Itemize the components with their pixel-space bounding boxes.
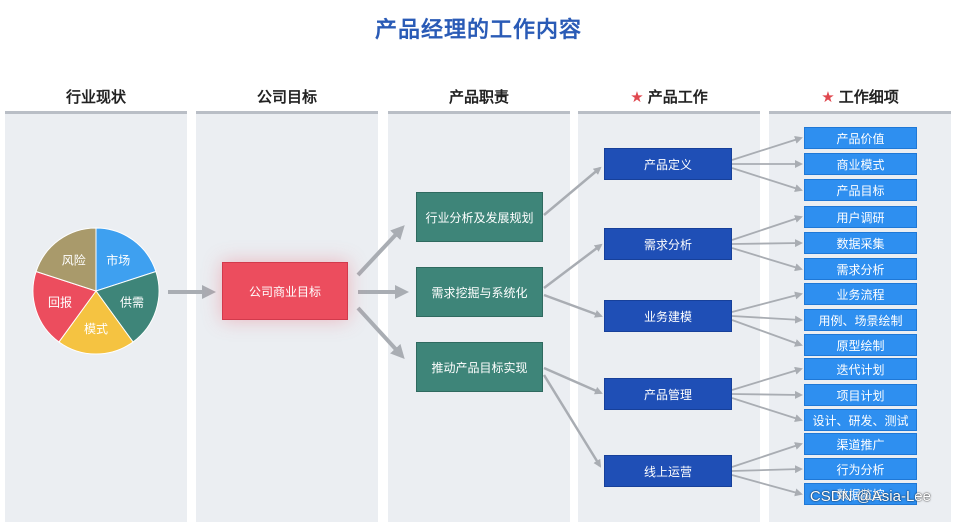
- column-header-company-goal: 公司目标: [256, 88, 317, 106]
- arrow-work-to-detail: [731, 315, 803, 324]
- detail-box: 需求分析: [804, 258, 917, 280]
- arrow-work-to-detail: [731, 442, 803, 468]
- arrow-work-to-detail: [731, 136, 803, 161]
- arrow-work-to-detail: [731, 366, 803, 391]
- responsibility-box: 需求挖掘与系统化: [416, 267, 543, 317]
- arrow-work-to-detail: [731, 465, 803, 474]
- arrow-resp1-to-work1: [543, 166, 602, 216]
- detail-box: 业务流程: [804, 283, 917, 305]
- arrow-work-to-detail: [731, 239, 803, 248]
- detail-box: 数据监控: [804, 483, 917, 505]
- arrow-goal-to-resp-3: [356, 306, 405, 359]
- work-box: 产品定义: [604, 148, 732, 180]
- responsibility-box: 行业分析及发展规划: [416, 192, 543, 242]
- detail-box: 项目计划: [804, 384, 917, 406]
- detail-arrows: [731, 136, 803, 497]
- detail-box: 商业模式: [804, 153, 917, 175]
- work-box: 需求分析: [604, 228, 732, 260]
- work-box: 线上运营: [604, 455, 732, 487]
- responsibility-box: 推动产品目标实现: [416, 342, 543, 392]
- column-header-responsibility: 产品职责: [448, 88, 509, 106]
- pie-slice-label: 供需: [120, 296, 144, 310]
- arrow-resp2-to-work2: [543, 243, 603, 289]
- detail-box: 用户调研: [804, 206, 917, 228]
- arrow-resp3-to-work4: [543, 366, 603, 395]
- pie-slice: [32, 270, 97, 343]
- detail-box: 原型绘制: [804, 334, 917, 356]
- detail-box: 行为分析: [804, 458, 917, 480]
- pie-slice: [58, 290, 134, 355]
- work-box: 产品管理: [604, 378, 732, 410]
- pie-slice: [95, 270, 160, 343]
- detail-box: 渠道推广: [804, 433, 917, 455]
- arrow-goal-to-resp-1: [356, 225, 405, 277]
- pie-slice-label: 市场: [106, 252, 130, 267]
- pie-slice-label: 风险: [62, 252, 86, 267]
- arrow-resp3-to-work5: [542, 374, 602, 468]
- detail-box: 数据采集: [804, 232, 917, 254]
- arrow-work-to-detail: [731, 319, 803, 347]
- detail-box: 产品价值: [804, 127, 917, 149]
- industry-pie-chart: [32, 227, 160, 355]
- column-header-industry: 行业现状: [65, 88, 126, 106]
- arrow-work-to-detail: [731, 390, 803, 399]
- detail-box: 迭代计划: [804, 358, 917, 380]
- page-title: 产品经理的工作内容: [374, 18, 582, 43]
- column-header-details: ★工作细项: [821, 88, 899, 106]
- arrow-work-to-detail: [731, 291, 803, 313]
- pie-slice: [35, 227, 97, 292]
- watermark: CSDN @Asia-Lee: [809, 488, 931, 505]
- arrow-work-to-detail: [731, 167, 803, 192]
- detail-box: 设计、研发、测试: [804, 409, 917, 431]
- arrow-work-to-detail: [731, 247, 803, 272]
- arrow-work-to-detail: [731, 215, 803, 241]
- work-box: 业务建模: [604, 300, 732, 332]
- arrow-resp2-to-work3: [543, 293, 603, 318]
- column-header-work: ★产品工作: [630, 88, 708, 106]
- star-icon: ★: [630, 88, 644, 106]
- detail-box: 产品目标: [804, 179, 917, 201]
- arrow-work-to-detail: [731, 397, 803, 422]
- pie-slice-label: 模式: [84, 322, 108, 336]
- arrow-work-to-detail: [731, 474, 803, 497]
- pie-slice: [95, 227, 157, 292]
- detail-box: 用例、场景绘制: [804, 309, 917, 331]
- pie-slice-label: 回报: [48, 295, 72, 310]
- company-goal-box: 公司商业目标: [222, 262, 348, 320]
- star-icon: ★: [821, 88, 835, 106]
